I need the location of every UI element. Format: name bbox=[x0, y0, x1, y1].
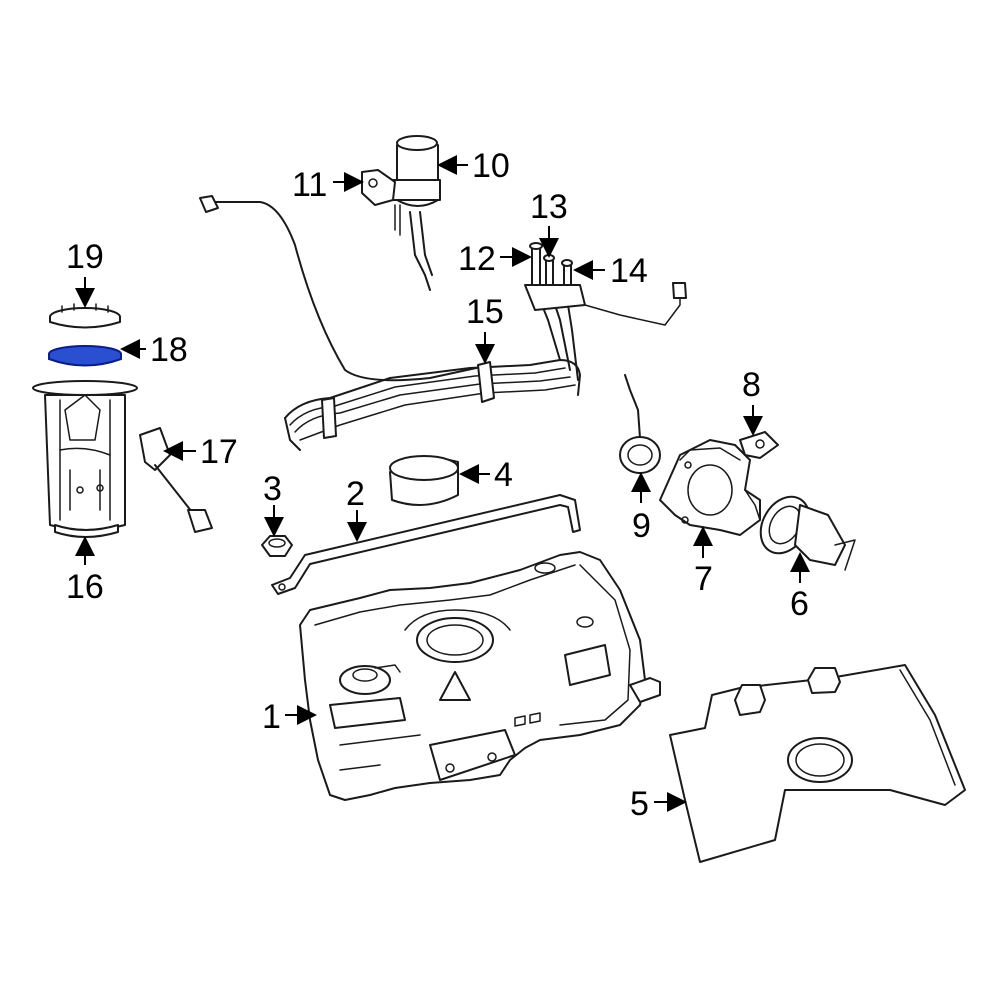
svg-text:16: 16 bbox=[66, 568, 104, 606]
callout-19: 19 bbox=[66, 238, 104, 308]
svg-text:1: 1 bbox=[262, 698, 281, 736]
callout-11: 11 bbox=[292, 166, 364, 204]
callout-15: 15 bbox=[466, 293, 504, 364]
callout-6: 6 bbox=[790, 552, 810, 623]
callout-7: 7 bbox=[693, 526, 713, 598]
part-19-lock-ring[interactable] bbox=[49, 303, 121, 329]
svg-text:2: 2 bbox=[346, 475, 365, 513]
svg-text:19: 19 bbox=[66, 238, 104, 276]
svg-text:14: 14 bbox=[610, 252, 648, 290]
callout-4: 4 bbox=[459, 456, 513, 494]
part-8-clip[interactable] bbox=[739, 431, 779, 459]
svg-text:10: 10 bbox=[472, 147, 510, 185]
svg-text:11: 11 bbox=[292, 166, 327, 204]
part-9-ring-sensor[interactable] bbox=[619, 374, 661, 474]
part-16-fuel-pump-module[interactable] bbox=[32, 380, 138, 538]
svg-text:4: 4 bbox=[494, 456, 513, 494]
callout-2: 2 bbox=[346, 475, 367, 542]
callout-17: 17 bbox=[163, 433, 238, 471]
part-6-filler-neck[interactable] bbox=[751, 488, 856, 571]
callout-16: 16 bbox=[66, 536, 104, 606]
svg-text:9: 9 bbox=[632, 507, 651, 545]
part-11-bracket[interactable] bbox=[361, 169, 396, 206]
callout-13: 13 bbox=[530, 188, 568, 258]
part-15-fuel-lines[interactable] bbox=[199, 195, 687, 451]
callout-9: 9 bbox=[631, 472, 651, 545]
svg-text:15: 15 bbox=[466, 293, 504, 331]
part-18-gasket-highlighted[interactable] bbox=[48, 345, 122, 367]
callout-3: 3 bbox=[263, 470, 284, 537]
svg-text:17: 17 bbox=[200, 433, 238, 471]
part-13-fitting-bolt[interactable] bbox=[543, 254, 555, 291]
part-17-sending-unit[interactable] bbox=[139, 427, 213, 533]
part-7-fuel-door-housing[interactable] bbox=[659, 439, 761, 536]
callout-12: 12 bbox=[458, 240, 532, 278]
part-12-fitting-bolt[interactable] bbox=[529, 242, 543, 286]
part-5-shield[interactable] bbox=[669, 664, 966, 863]
part-4-cap[interactable] bbox=[389, 455, 459, 506]
part-3-nut[interactable] bbox=[261, 535, 293, 557]
svg-text:8: 8 bbox=[742, 366, 761, 404]
callout-1: 1 bbox=[262, 698, 317, 736]
callout-8: 8 bbox=[742, 366, 763, 436]
callout-5: 5 bbox=[630, 785, 687, 823]
svg-text:18: 18 bbox=[150, 331, 188, 369]
svg-text:12: 12 bbox=[458, 240, 496, 278]
part-10-canister[interactable] bbox=[391, 135, 441, 291]
part-1-fuel-tank[interactable] bbox=[299, 551, 661, 801]
svg-text:5: 5 bbox=[630, 785, 649, 823]
part-2-tank-strap[interactable] bbox=[271, 494, 581, 595]
callout-14: 14 bbox=[573, 252, 648, 290]
svg-text:13: 13 bbox=[530, 188, 568, 226]
svg-text:6: 6 bbox=[790, 585, 809, 623]
svg-text:7: 7 bbox=[694, 560, 713, 598]
callout-18: 18 bbox=[120, 331, 188, 369]
callout-10: 10 bbox=[437, 147, 510, 185]
svg-text:3: 3 bbox=[263, 470, 282, 508]
